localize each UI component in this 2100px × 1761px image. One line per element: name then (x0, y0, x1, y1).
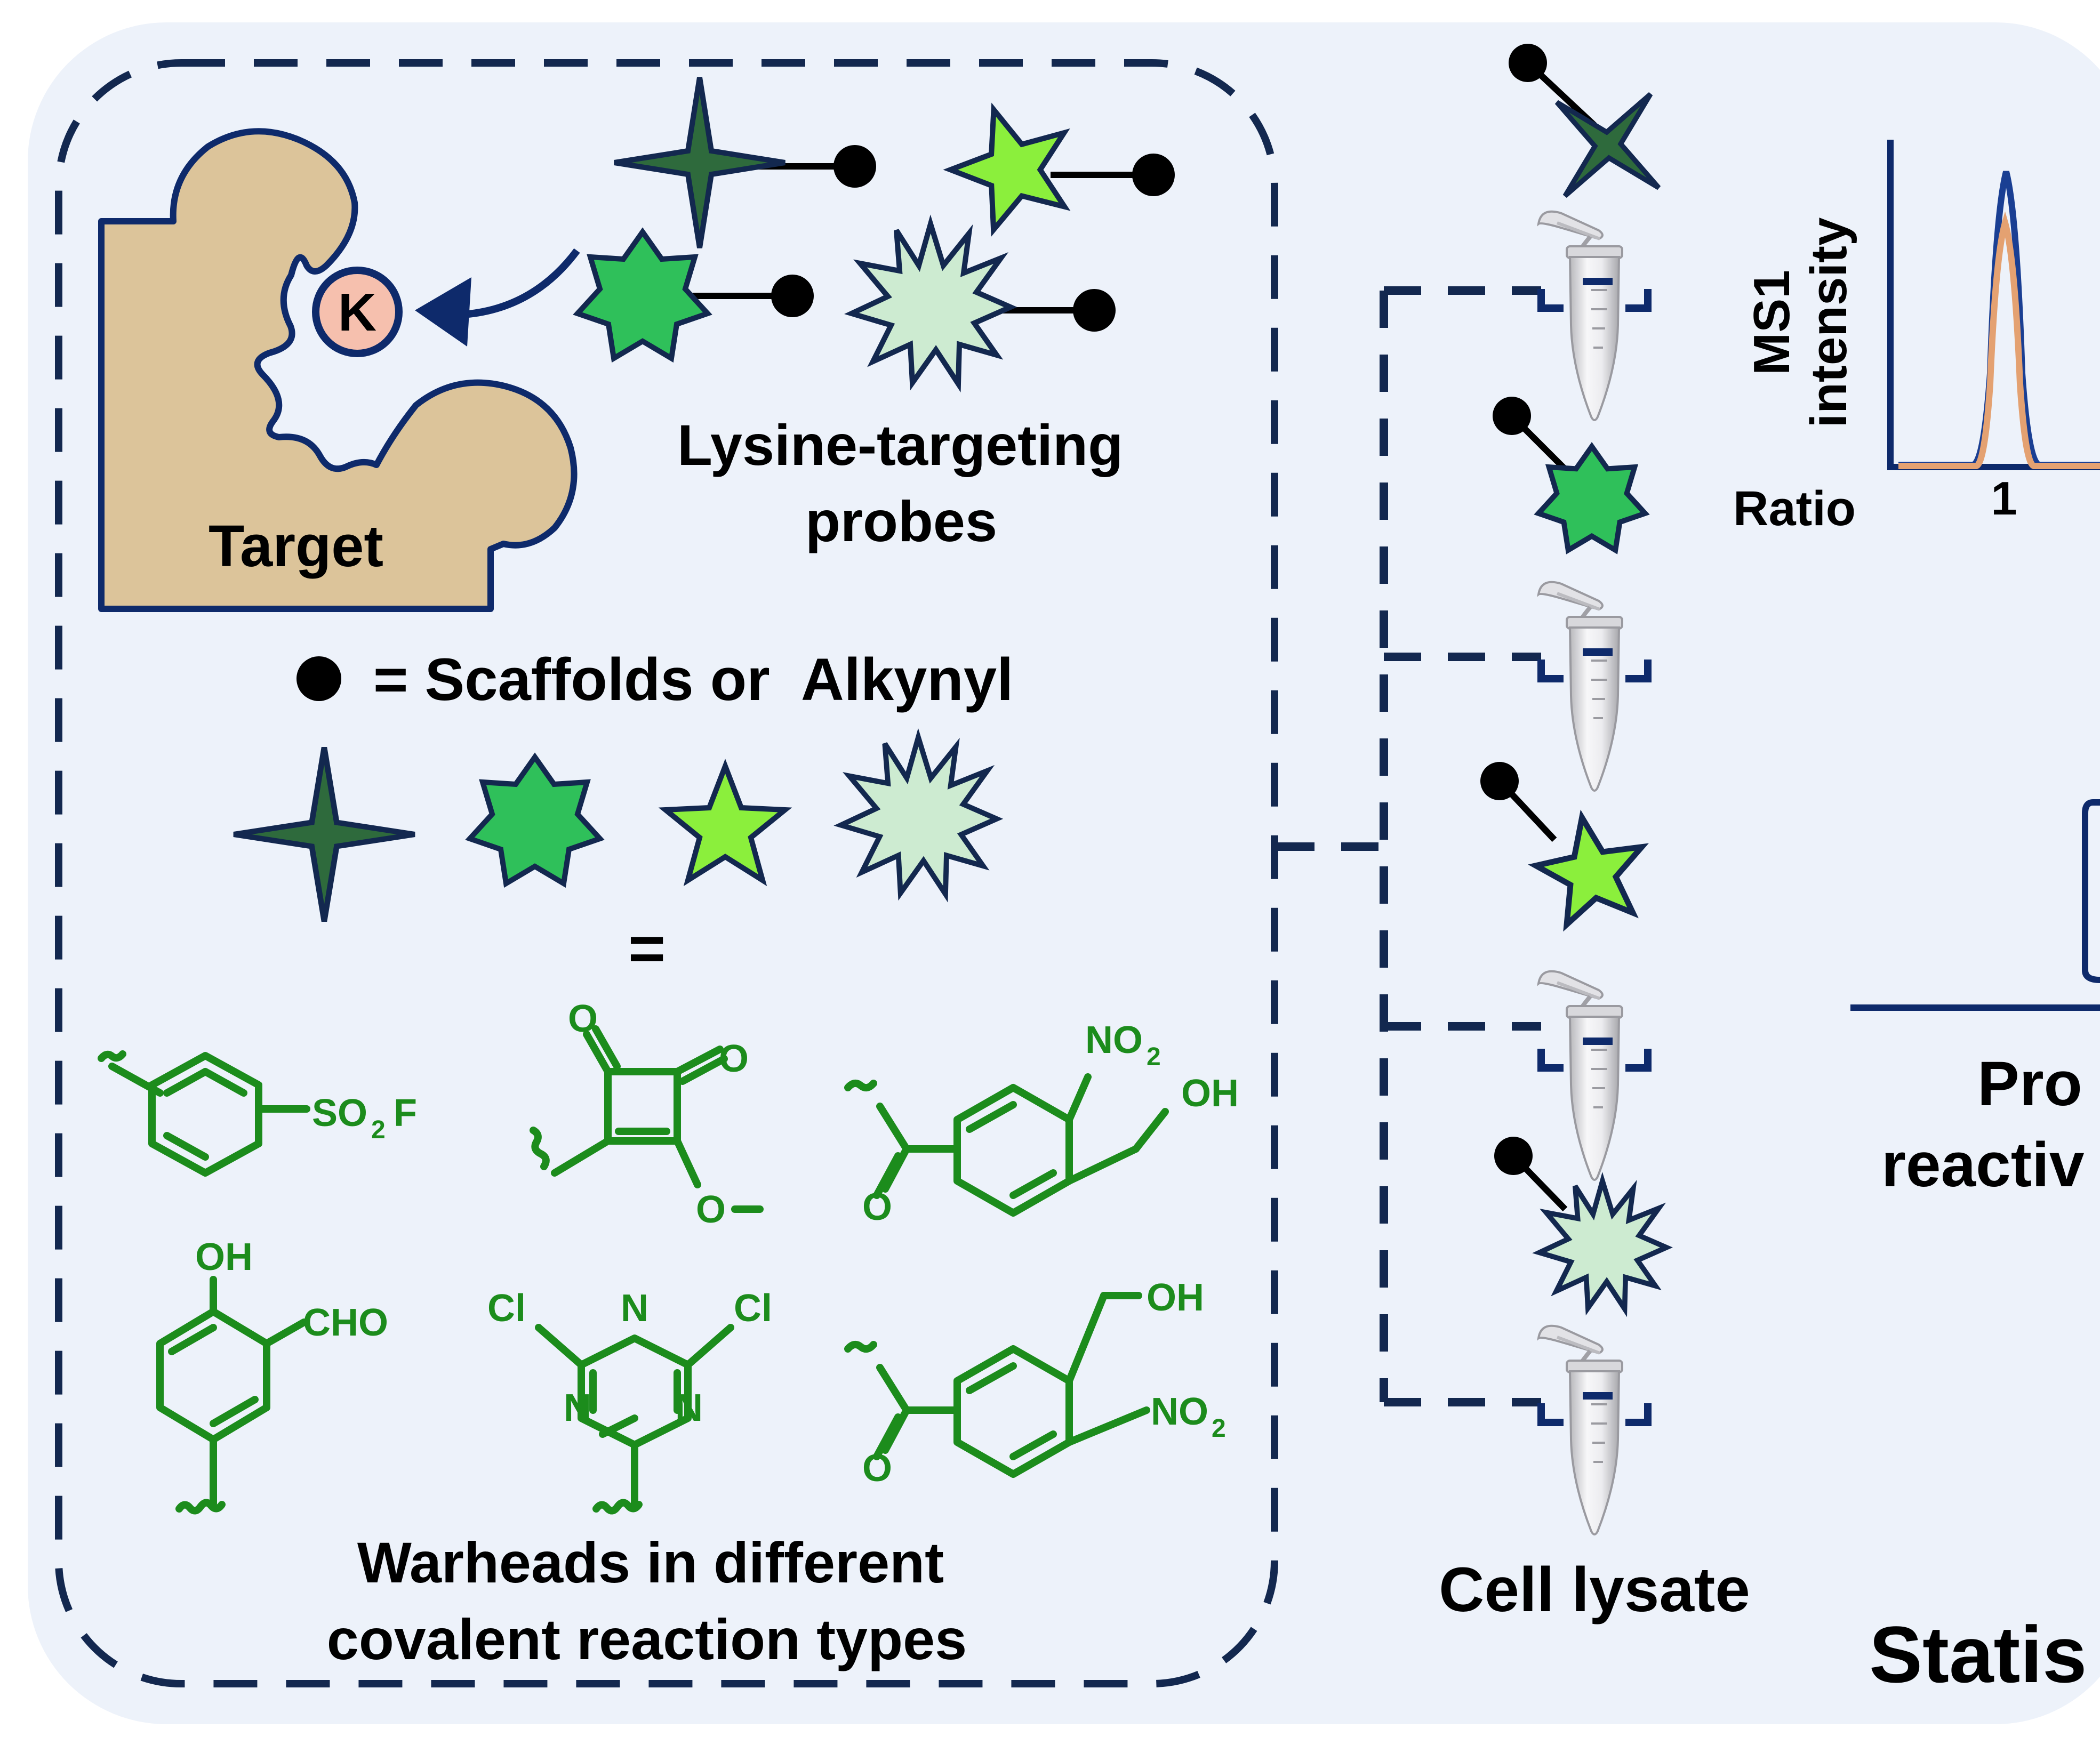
atom-label: Cl (487, 1287, 526, 1330)
ms1-peak-orange (1898, 211, 2100, 469)
atom-label: OH (195, 1236, 253, 1278)
cutoff-text-reactivity: reactiv (1881, 1130, 2085, 1200)
warhead-atom-labels: SO 2 F O O O NO 2 OH O OH CHO Cl N Cl N … (195, 998, 1239, 1490)
legend-dot-equals: = Scaffolds or Alkynyl (373, 646, 1013, 713)
atom-label: N (564, 1387, 591, 1429)
probe-library-frame (55, 59, 1278, 1687)
warhead-structures (98, 1025, 1169, 1515)
atom-label: OH (1147, 1276, 1204, 1319)
probes-label-line1: Lysine-targeting (677, 413, 1123, 477)
atom-label: OH (1181, 1072, 1239, 1115)
lysate-connector (1277, 286, 1541, 1406)
ms1-xlabel: Ratio (1733, 481, 1856, 536)
cutoff-bracket (2082, 799, 2100, 983)
atom-label: SO (312, 1092, 367, 1135)
ms1-ylabel-line2: intensity (1800, 218, 1857, 428)
atom-label: O (696, 1188, 726, 1231)
ms1-chromatogram: MS1 intensity Ratio 1 (1733, 140, 2100, 536)
probe-seven-point (578, 232, 814, 358)
atom-label: NO (1085, 1019, 1143, 1062)
cutoff-text-protein: Pro (1977, 1049, 2082, 1119)
lysine-residue (312, 267, 403, 357)
atom-label: N (621, 1287, 648, 1330)
scaffold-dot-icon (296, 656, 341, 701)
scaffold-dot-icon (833, 145, 876, 188)
atom-label: O (719, 1038, 749, 1080)
scaffold-dot-icon (771, 275, 814, 317)
scaffold-dot-icon (1493, 397, 1531, 435)
cell-lysate-label: Cell lysate (1439, 1555, 1750, 1625)
lysate-tube-1 (1509, 44, 1702, 420)
atom-label: N (675, 1387, 703, 1429)
lysate-tube-3 (1480, 762, 1653, 1180)
warheads-caption-line2: covalent reaction types (327, 1607, 967, 1671)
atom-label: 2 (1147, 1043, 1161, 1071)
scaffold-dot-icon (1480, 762, 1519, 800)
scaffold-dot-icon (1073, 289, 1116, 332)
reaction-arrow (462, 248, 580, 318)
atom-label: O (862, 1186, 892, 1228)
lysate-tube-2 (1493, 397, 1648, 791)
ms1-tick-1: 1 (1991, 472, 2017, 525)
scaffold-dot-icon (1132, 154, 1175, 196)
scaffold-dot-icon (1494, 1137, 1533, 1175)
atom-label: 2 (1212, 1414, 1226, 1443)
atom-label: F (394, 1092, 417, 1135)
legend-equals-sign: = (628, 913, 666, 984)
atom-label: Cl (734, 1287, 772, 1330)
reaction-arrowhead (415, 277, 471, 347)
lysine-residue-label: K (338, 283, 376, 342)
probe-five-point (937, 91, 1175, 237)
probe-burst (852, 224, 1116, 384)
probe-four-point (614, 77, 876, 248)
atom-label: O (568, 998, 598, 1040)
cutoff-text-statistics: Statis (1869, 1610, 2087, 1699)
atom-label: O (862, 1447, 892, 1490)
probes-label-line2: probes (805, 489, 997, 553)
ms1-ylabel-line1: MS1 (1743, 270, 1800, 375)
target-label: Target (209, 513, 383, 579)
atom-label: CHO (303, 1301, 388, 1344)
lysate-tube-4 (1494, 1137, 1666, 1534)
scaffold-dot-icon (1509, 44, 1547, 82)
warheads-caption-line1: Warheads in different (357, 1530, 944, 1595)
atom-label: NO (1151, 1390, 1208, 1433)
target-protein (98, 128, 578, 612)
atom-label: 2 (371, 1116, 386, 1144)
